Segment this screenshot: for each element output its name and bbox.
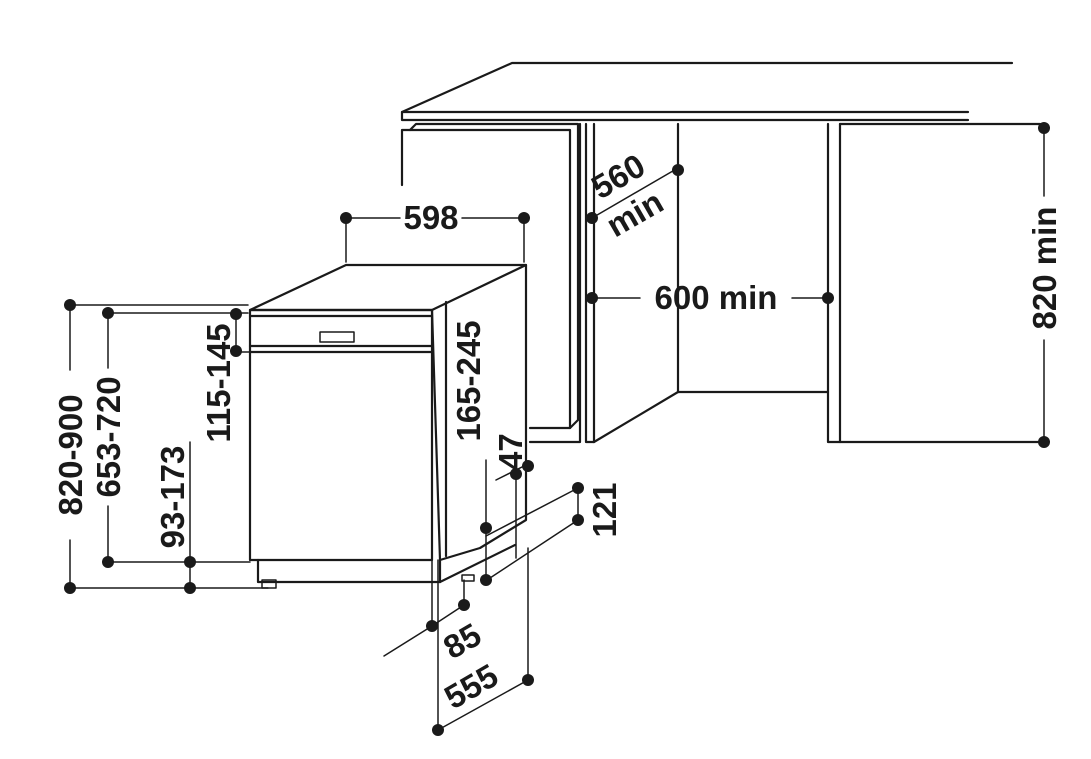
niche-back-wall <box>676 122 830 394</box>
control-panel-display <box>319 331 355 343</box>
dimension-plinth-height: 93-173 <box>69 441 269 594</box>
label-niche-width: 600 min <box>655 279 778 316</box>
label-niche-height: 820 min <box>1026 207 1063 330</box>
label-width: 598 <box>403 199 458 236</box>
label-side-offset: 47 <box>492 433 529 470</box>
label-body-height: 653-720 <box>90 376 127 497</box>
dishwasher <box>248 263 528 589</box>
label-panel-height-alt: 165-245 <box>450 320 487 441</box>
dimension-plinth-setback: 85 <box>383 559 487 666</box>
niche-left-wall <box>584 122 680 444</box>
dimension-total-height: 820-900 <box>52 299 249 594</box>
label-plinth-setback: 85 <box>437 616 487 666</box>
dimension-width: 598 <box>340 199 530 263</box>
dimension-niche-depth: 560 min <box>585 146 684 244</box>
dimension-niche-width: 600 min <box>586 279 834 316</box>
dimension-body-height: 653-720 <box>90 307 251 568</box>
niche-right-cabinet <box>826 122 1042 444</box>
countertop <box>400 61 1014 122</box>
dimension-panel-height: 115-145 <box>200 308 251 443</box>
foot <box>261 579 277 589</box>
niche-left-cabinet-door <box>400 122 582 444</box>
foot <box>461 574 475 582</box>
label-depth: 555 <box>438 656 504 716</box>
label-total-height: 820-900 <box>52 394 89 515</box>
dimension-niche-height: 820 min <box>1026 122 1063 448</box>
dimension-side-offset: 47 <box>492 433 534 559</box>
label-panel-height: 115-145 <box>200 323 237 442</box>
label-plinth-height: 93-173 <box>154 446 191 549</box>
label-foot-offset: 121 <box>586 482 623 537</box>
dimension-panel-height-alt: 165-245 <box>450 320 492 586</box>
dimension-foot-offset: 121 <box>485 482 623 579</box>
